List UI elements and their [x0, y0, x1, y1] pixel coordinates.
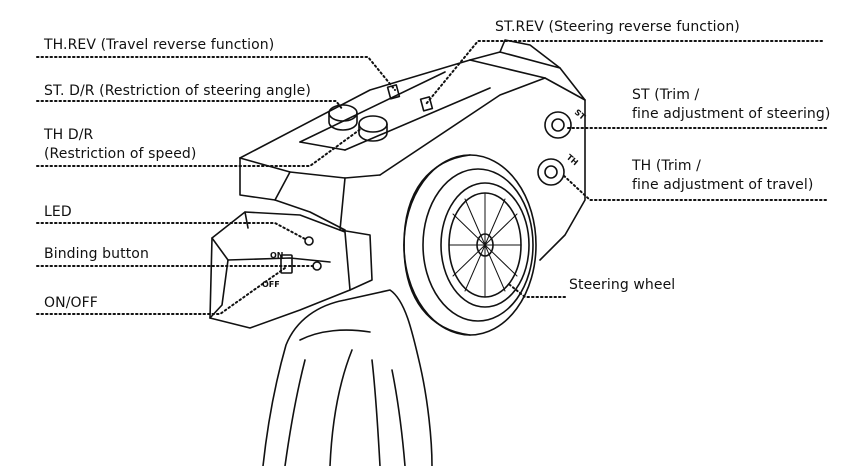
label-th-dr: TH D/R (Restriction of speed) [44, 126, 196, 164]
leader-lines [36, 40, 827, 315]
leader-st-rev [425, 40, 823, 105]
label-steering-wheel: Steering wheel [569, 277, 676, 293]
steering-wheel-drawing [403, 154, 537, 336]
label-th-dr-line1: TH D/R [44, 127, 94, 143]
label-th-trim-line1: TH (Trim / [632, 158, 701, 174]
label-st-trim-line1: ST (Trim / [632, 87, 700, 103]
main-body [239, 39, 586, 291]
label-th-rev: TH.REV (Travel reverse function) [44, 37, 275, 53]
label-th-dr-line2: (Restriction of speed) [44, 146, 197, 162]
label-th-trim: TH (Trim / fine adjustment of travel) [632, 157, 813, 195]
leader-st-dr [36, 100, 344, 111]
dr-knobs [328, 104, 388, 142]
leader-steering-wheel [509, 284, 566, 298]
switch-off-marking: OFF [262, 280, 280, 289]
label-on-off: ON/OFF [44, 295, 98, 311]
trim-knobs [537, 111, 572, 186]
label-st-trim-line2: fine adjustment of steering) [632, 106, 831, 122]
label-st-dr: ST. D/R (Restriction of steering angle) [44, 83, 311, 99]
trigger-housing [209, 211, 351, 329]
label-binding-button: Binding button [44, 246, 149, 262]
leader-th-rev [36, 56, 396, 91]
label-st-trim: ST (Trim / fine adjustment of steering) [632, 86, 830, 124]
knob-th-marking: TH [565, 153, 580, 168]
leader-th-dr [36, 127, 363, 167]
label-th-trim-line2: fine adjustment of travel) [632, 177, 814, 193]
grip-handle [262, 289, 433, 466]
label-st-rev: ST.REV (Steering reverse function) [495, 19, 740, 35]
switch-on-marking: ON [270, 251, 284, 260]
side-controls [280, 236, 322, 274]
label-led: LED [44, 204, 72, 220]
leader-led [36, 222, 308, 241]
leader-th-trim [561, 173, 827, 201]
leader-on-off [36, 267, 286, 315]
